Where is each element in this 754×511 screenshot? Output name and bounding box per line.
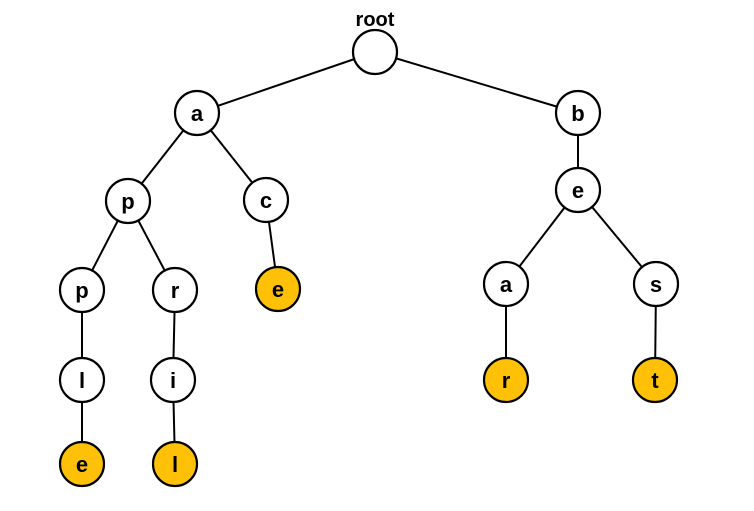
trie-node-label-c1: c [260, 188, 272, 213]
trie-node-p2 [58, 266, 106, 314]
trie-node-t1 [631, 356, 679, 404]
trie-node-i1 [149, 356, 197, 404]
trie-node-r2 [482, 356, 530, 404]
root-node-label: root [356, 9, 395, 31]
trie-node-label-i1: i [170, 368, 176, 393]
trie-node-label-p1: p [121, 189, 134, 214]
trie-node-root [351, 28, 399, 76]
trie-node-label-a1: a [191, 101, 204, 126]
trie-node-label-s1: s [650, 272, 662, 297]
trie-node-l2 [151, 440, 199, 488]
trie-node-label-a2: a [500, 272, 513, 297]
trie-node-label-e1: e [572, 178, 584, 203]
trie-node-a1 [173, 89, 221, 137]
trie-node-label-e2: e [272, 277, 284, 302]
trie-node-label-e3: e [76, 452, 88, 477]
trie-node-p1 [104, 177, 152, 225]
trie-node-e1 [554, 166, 602, 214]
trie-node-label-l2: l [172, 452, 178, 477]
trie-node-label-b1: b [571, 101, 584, 126]
trie-node-label-p2: p [75, 278, 88, 303]
trie-node-label-r1: r [171, 278, 180, 303]
trie-node-l1 [58, 356, 106, 404]
edge-root-b1 [374, 51, 579, 114]
trie-node-e3 [58, 440, 106, 488]
trie-node-s1 [632, 260, 680, 308]
trie-node-c1 [242, 176, 290, 224]
trie-node-label-l1: l [79, 368, 85, 393]
edge-root-a1 [196, 51, 376, 114]
trie-node-r1 [151, 266, 199, 314]
trie-node-e2 [254, 265, 302, 313]
trie-node-a2 [482, 260, 530, 308]
trie-node-label-t1: t [651, 368, 659, 393]
trie-node-b1 [554, 89, 602, 137]
trie-node-label-r2: r [502, 368, 511, 393]
